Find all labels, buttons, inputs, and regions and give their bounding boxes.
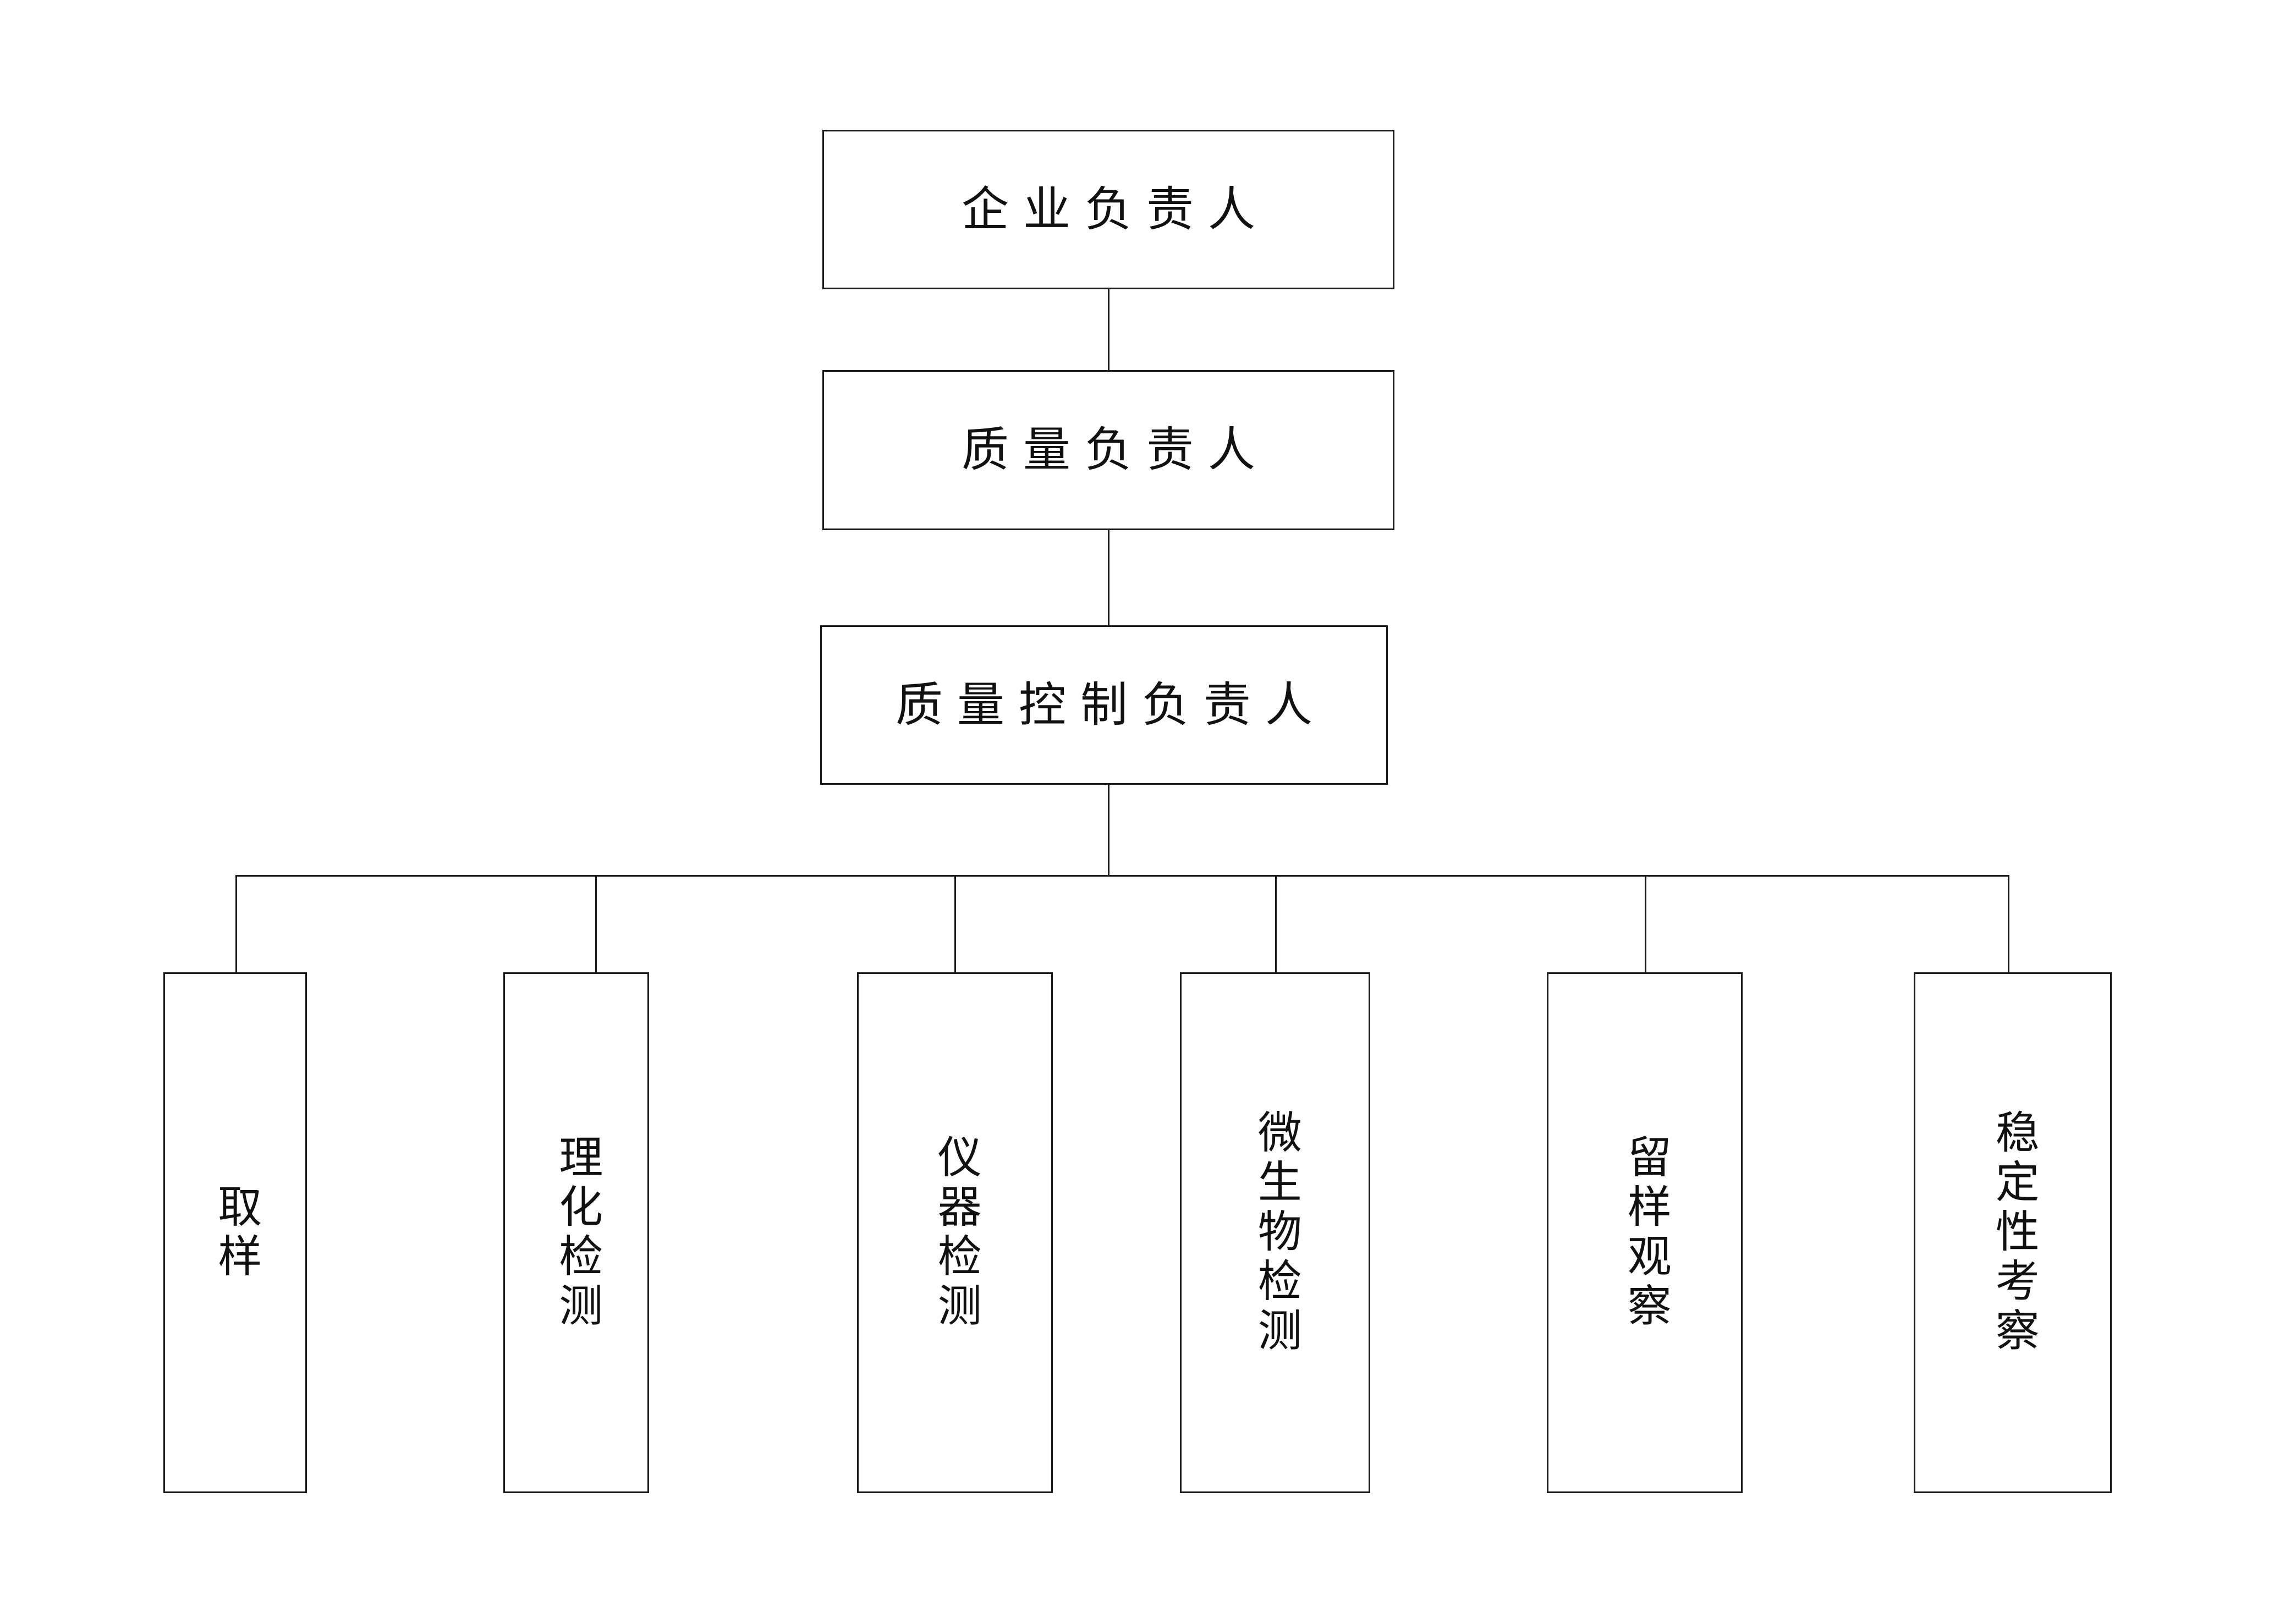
node-label-sampling: 取样 [211, 1183, 260, 1282]
node-microbiological-testing[interactable]: 微生物检测 [1180, 972, 1370, 1493]
connector-stem-to-bus [1108, 785, 1109, 876]
node-label-instrument-testing: 仪器检测 [931, 1133, 980, 1332]
connector-drop-physicochemical-testing [595, 875, 597, 972]
node-retained-sample-observation[interactable]: 留样观察 [1547, 972, 1743, 1493]
node-quality-control-manager[interactable]: 质量控制负责人 [820, 625, 1388, 785]
node-quality-manager[interactable]: 质量负责人 [822, 370, 1394, 530]
connector-drop-sampling [235, 875, 237, 972]
node-instrument-testing[interactable]: 仪器检测 [857, 972, 1053, 1493]
connector-drop-microbiological-testing [1275, 875, 1277, 972]
connector-drop-retained-sample-observation [1645, 875, 1646, 972]
node-physicochemical-testing[interactable]: 理化检测 [503, 972, 649, 1493]
node-label-quality-control-manager: 质量控制负责人 [896, 678, 1327, 731]
node-label-microbiological-testing: 微生物检测 [1251, 1109, 1300, 1357]
node-label-stability-study: 稳定性考察 [1989, 1109, 2037, 1357]
node-enterprise-manager[interactable]: 企业负责人 [822, 130, 1394, 289]
connector-distribution-bus [235, 875, 2009, 877]
connector-quality-to-quality-control [1108, 530, 1109, 627]
node-label-retained-sample-observation: 留样观察 [1621, 1133, 1669, 1332]
connector-drop-instrument-testing [954, 875, 956, 972]
node-sampling[interactable]: 取样 [163, 972, 307, 1493]
node-stability-study[interactable]: 稳定性考察 [1914, 972, 2112, 1493]
connector-enterprise-to-quality [1108, 289, 1109, 372]
node-label-enterprise-manager: 企业负责人 [962, 183, 1270, 236]
connector-drop-stability-study [2008, 875, 2009, 972]
node-label-quality-manager: 质量负责人 [962, 423, 1270, 477]
node-label-physicochemical-testing: 理化检测 [552, 1133, 601, 1332]
